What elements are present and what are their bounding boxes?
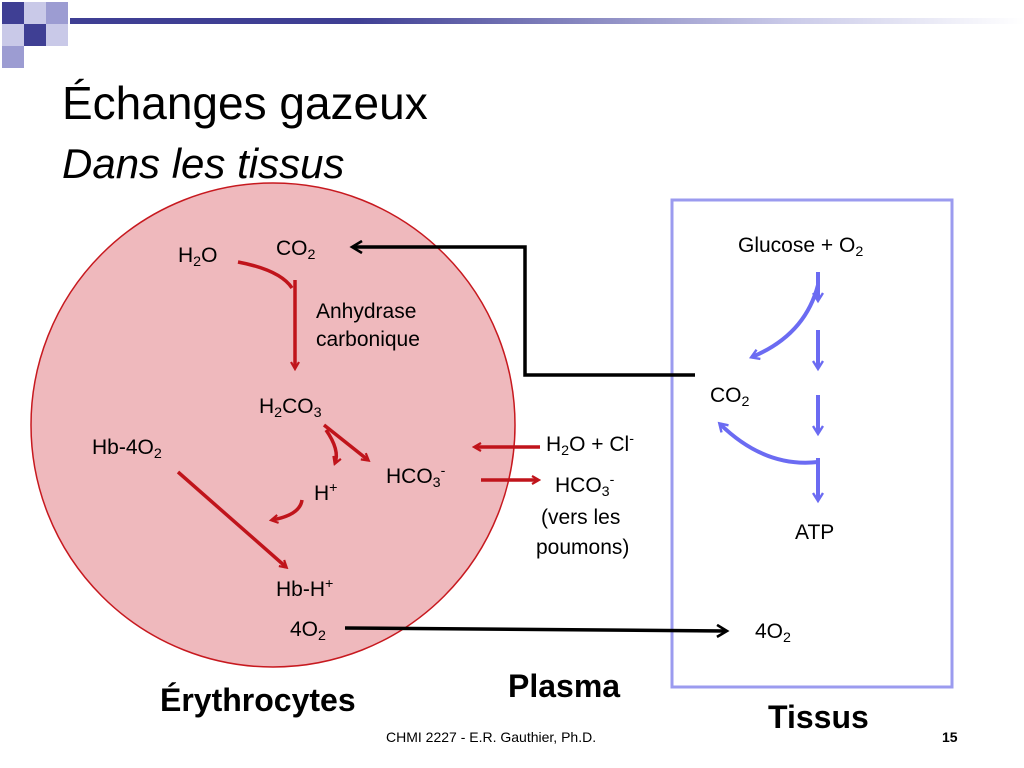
arrow-h2co3-to-hco3 <box>322 423 368 460</box>
arrow-h-plus-curve <box>272 499 304 520</box>
h-plus-label: H+ <box>314 480 338 505</box>
atp-label: ATP <box>795 521 835 544</box>
co2-tissue-label: CO2 <box>710 384 750 410</box>
enzyme-label-line1: Anhydrase <box>316 300 417 323</box>
plasma-label: Plasma <box>508 668 621 704</box>
co2-cell-label: CO2 <box>276 237 316 263</box>
tissue-box <box>670 198 954 689</box>
h2o-cl-label: H2O + Cl- <box>546 431 634 459</box>
hco3-plasma-label: HCO3- <box>555 472 615 500</box>
deco-square <box>2 2 24 24</box>
arrow-to-co2-curve-2 <box>720 424 819 465</box>
hb-h-label: Hb-H+ <box>276 576 334 601</box>
enzyme-label-line2: carbonique <box>316 328 420 351</box>
o2-cell-label: 4O2 <box>290 618 326 644</box>
h2co3-label: H2CO3 <box>259 395 322 421</box>
arrow-to-co2-curve-1 <box>752 284 820 357</box>
deco-square <box>24 24 46 46</box>
tissus-label: Tissus <box>768 699 869 735</box>
deco-square <box>2 24 24 46</box>
deco-square <box>24 2 46 24</box>
header-bar <box>70 18 1024 24</box>
deco-square <box>46 24 68 46</box>
glucose-label: Glucose + O2 <box>738 234 864 260</box>
plasma-note-line1: (vers les <box>541 506 621 529</box>
slide-title: Échanges gazeux <box>62 77 428 129</box>
h2o-label: H2O <box>178 244 218 270</box>
erythrocyte-cell <box>30 182 516 668</box>
page-number: 15 <box>942 729 958 745</box>
arrow-h2o-curve <box>237 260 294 290</box>
deco-square <box>46 2 68 24</box>
arrow-hb4o2-to-hbh <box>176 470 286 567</box>
arrow-h2co3-curve <box>324 428 336 463</box>
arrow-co2-tissue-to-cell <box>353 247 695 377</box>
footer-credit: CHMI 2227 - E.R. Gauthier, Ph.D. <box>386 729 597 745</box>
deco-square <box>2 46 24 68</box>
erythrocytes-label: Érythrocytes <box>160 682 356 718</box>
hco3-cell-label: HCO3- <box>386 463 446 491</box>
arrow-o2-cell-to-tissue <box>344 628 726 631</box>
slide-subtitle: Dans les tissus <box>62 140 345 187</box>
plasma-note-line2: poumons) <box>536 536 630 559</box>
o2-tissue-label: 4O2 <box>755 620 791 646</box>
hb4o2-label: Hb-4O2 <box>92 436 162 462</box>
